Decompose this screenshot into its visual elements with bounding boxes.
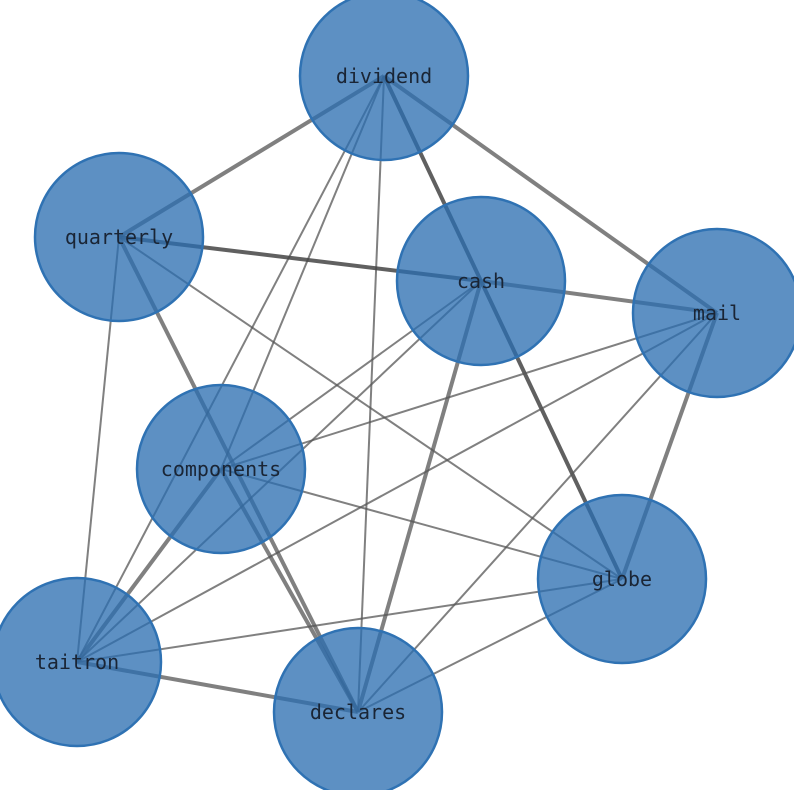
- node-circle: [135, 383, 307, 555]
- edge-mail-declares: [357, 312, 718, 713]
- node-quarterly: quarterly: [33, 151, 205, 323]
- node-circle: [0, 576, 163, 748]
- node-label: globe: [592, 567, 652, 591]
- node-circle: [272, 626, 444, 790]
- node-components: components: [135, 383, 307, 555]
- node-circle: [631, 227, 794, 399]
- edge-dividend-declares: [357, 75, 385, 713]
- node-label: taitron: [35, 650, 119, 674]
- node-circle: [536, 493, 708, 665]
- node-label: cash: [457, 269, 505, 293]
- node-taitron: taitron: [0, 576, 163, 748]
- node-cash: cash: [395, 195, 567, 367]
- node-globe: globe: [536, 493, 708, 665]
- node-circle: [395, 195, 567, 367]
- edge-globe-taitron: [76, 578, 623, 663]
- node-dividend: dividend: [298, 0, 470, 162]
- node-circle: [33, 151, 205, 323]
- edge-mail-components: [220, 312, 718, 470]
- node-label: mail: [693, 301, 741, 325]
- edge-mail-taitron: [76, 312, 718, 663]
- node-declares: declares: [272, 626, 444, 790]
- node-label: dividend: [336, 64, 432, 88]
- node-label: quarterly: [65, 225, 173, 249]
- node-label: declares: [310, 700, 406, 724]
- edge-dividend-taitron: [76, 75, 385, 663]
- node-label: components: [161, 457, 281, 481]
- node-circle: [298, 0, 470, 162]
- node-mail: mail: [631, 227, 794, 399]
- edge-quarterly-globe: [118, 236, 623, 580]
